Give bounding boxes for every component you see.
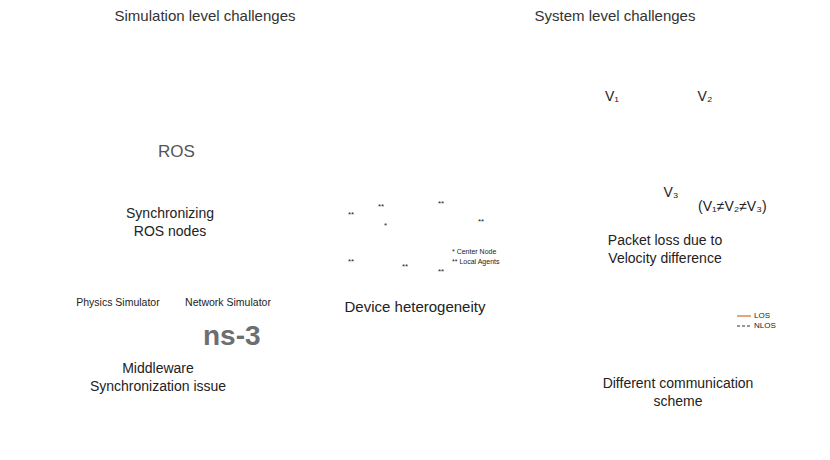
physics-simulator-logo [74,312,120,362]
logo-line [84,338,110,345]
agent-rover [350,219,370,237]
sync-cycle-arrows [136,325,158,350]
logo-text: ns-3 [203,320,261,352]
node-outline [345,0,830,460]
agent-drone [415,277,442,286]
los-links [605,312,712,352]
challenge-label: Packet loss due to Velocity difference [595,232,735,267]
node-outline [0,0,490,460]
monitor-screen [135,126,210,176]
ellipse-shape [530,39,800,287]
legend-line-sample [737,323,751,329]
palm-tree [618,308,660,362]
legend-note: * Center Node [452,248,510,257]
monitor-base [154,185,191,189]
logo-top [74,312,120,336]
nlos-links [605,312,670,352]
challenge-region: System level challengesPacket loss due t… [345,0,830,460]
center-drone [389,235,422,246]
ellipse-shape [28,265,332,449]
velocity-label: V₂ [698,88,713,104]
group-title: Device heterogeneity [320,298,510,317]
node-outline [28,265,332,449]
ros-dots [143,146,155,158]
agent-robot [388,201,403,220]
challenge-label: Different communication scheme [588,375,768,410]
command-arrow [212,167,228,169]
comm-drone [694,338,730,350]
command-arrow [172,88,219,124]
ns3-signal-bars [172,326,200,348]
ellipse-shape [345,0,830,460]
agent-mark: ** [478,217,484,226]
tracked-robot-icon [234,153,285,187]
challenge-label: Middleware Synchronization issue [78,360,238,395]
velocity-arrow [650,205,690,207]
monitor-stand [166,176,179,185]
tool-label: Physics Simulator [76,296,159,308]
challenge-ellipse: Middleware Synchronization issue [28,265,332,449]
ros-monitor [135,126,210,189]
legend-item: NLOS [737,321,776,331]
overlap-lens [323,47,507,417]
region-title: Simulation level challenges [75,7,335,26]
agent-mark: ** [348,257,354,266]
agent-drone [417,211,444,220]
comm-drone [587,326,623,338]
logo-outline [74,326,120,362]
ellipse-shape [0,0,490,460]
logo-text: ROS [158,142,195,162]
agent-mark: ** [348,210,354,219]
agent-drone [349,269,376,278]
agent-mark: * [384,221,387,230]
velocity-label: V₁ [605,88,619,104]
agent-mark: ** [438,267,444,276]
agent-robot [463,223,478,242]
pentagon-shape [330,182,512,294]
drone-icon [228,87,276,103]
comm-robot [663,341,678,360]
legend-line-sample [737,313,751,319]
legend: LOSNLOS [737,311,776,331]
network-group: * Center Node** Local AgentsDevice heter… [325,176,520,324]
challenge-region: Simulation level challengesSynchronizing… [0,0,490,460]
velocity-label: V₃ [663,184,678,200]
legend-item: LOS [737,311,776,321]
ellipse-shape [76,36,328,268]
agent-mark: ** [438,199,444,208]
drone-icon [675,134,735,154]
legend-text: LOS [754,311,770,321]
drone-icon [582,134,642,154]
tracked-robot-icon [580,174,644,216]
legend-note: ** Local Agents [452,258,510,267]
legend-text: NLOS [754,321,776,331]
command-arrow [212,133,224,135]
challenge-label: Synchronizing ROS nodes [120,205,220,240]
agent-mark: ** [378,202,384,211]
challenge-ellipse: Packet loss due to Velocity difference [530,39,800,287]
agent-mark: ** [402,262,408,271]
velocity-arrow [681,109,729,111]
tool-label: Network Simulator [185,296,271,308]
comm-drone [644,308,680,320]
agent-robot [391,271,406,290]
drone-icon [228,129,276,145]
ellipse-shape [552,290,808,440]
challenge-ellipse: Synchronizing ROS nodes [76,36,328,268]
region-title: System level challenges [485,7,745,26]
velocity-arrow [588,109,636,111]
velocity-relation: (V₁≠V₂≠V₃) [698,198,767,214]
